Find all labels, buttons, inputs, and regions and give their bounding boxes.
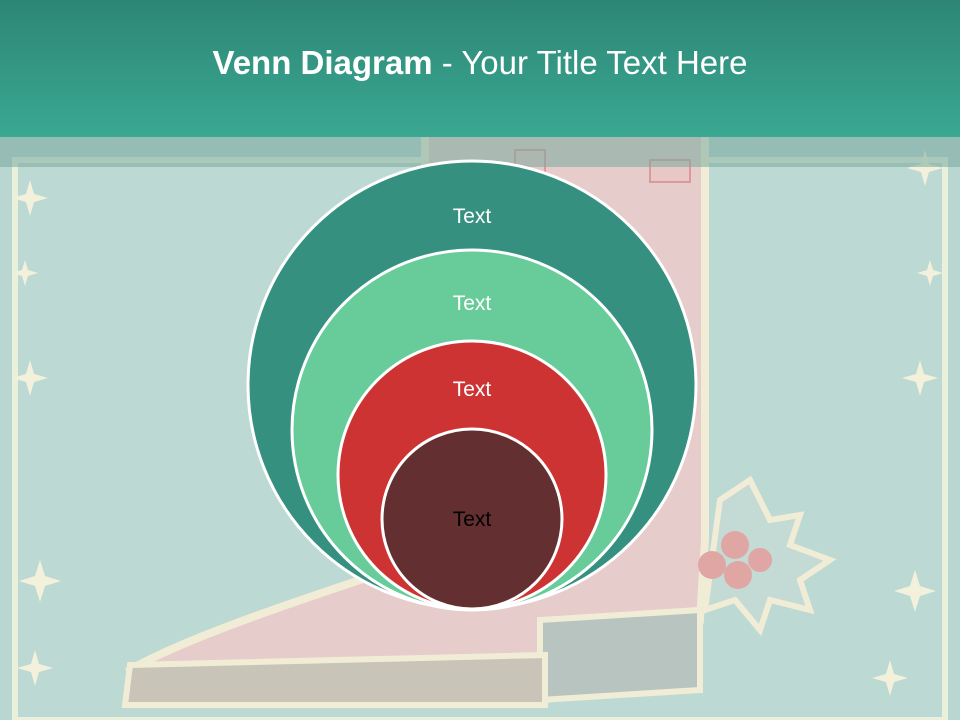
title-bar — [0, 0, 960, 137]
title-bold: Venn Diagram — [212, 44, 433, 81]
venn-circle-4-label: Text — [452, 508, 492, 531]
sparkle-icon — [12, 150, 943, 696]
venn-circle-2-label: Text — [452, 292, 492, 315]
venn-circle-1-label: Text — [452, 205, 492, 228]
venn-circle-3-label: Text — [452, 378, 492, 401]
holly-icon — [698, 475, 837, 637]
venn-circle-4 — [380, 427, 564, 611]
title-rest: - Your Title Text Here — [432, 44, 748, 81]
page-title: Venn Diagram - Your Title Text Here — [0, 38, 960, 88]
